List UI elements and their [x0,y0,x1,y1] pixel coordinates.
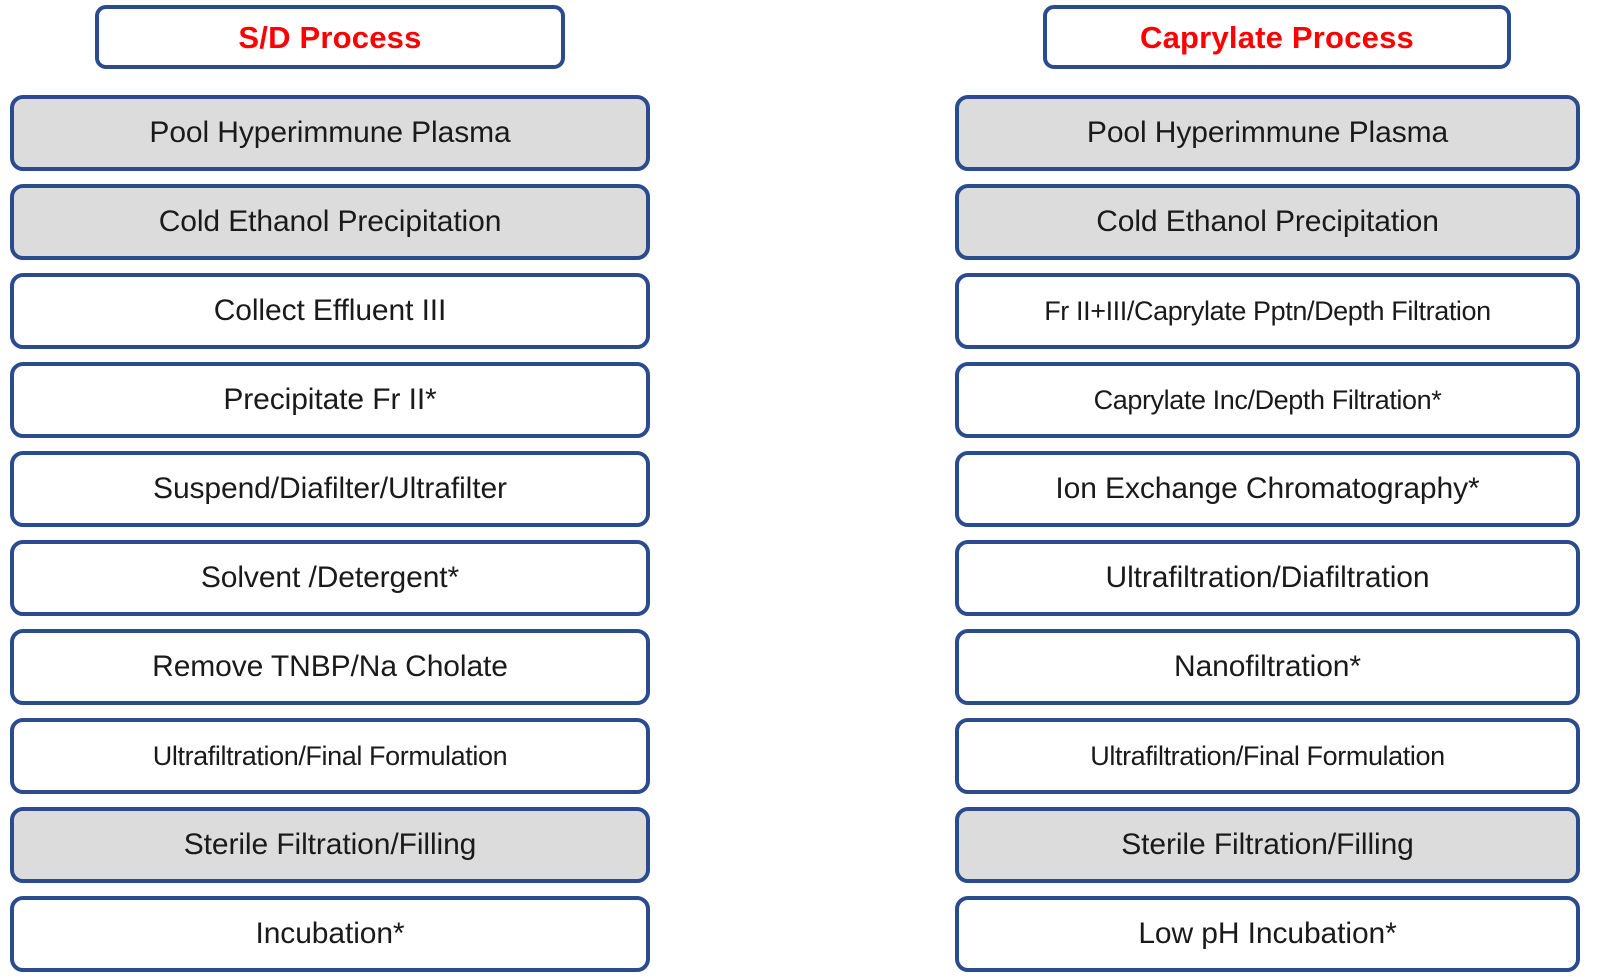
process-step-box[interactable]: Ultrafiltration/Final Formulation [10,718,650,794]
process-step-label: Cold Ethanol Precipitation [1096,205,1439,238]
process-column-caprylate: Caprylate Process Pool Hyperimmune Plasm… [955,0,1580,980]
process-title-box-sd: S/D Process [95,5,565,69]
process-step-label: Sterile Filtration/Filling [183,828,477,861]
process-step-box[interactable]: Solvent /Detergent* [10,540,650,616]
process-step-box[interactable]: Pool Hyperimmune Plasma [955,95,1580,171]
process-step-label: Sterile Filtration/Filling [1121,828,1414,861]
process-step-box[interactable]: Caprylate Inc/Depth Filtration* [955,362,1580,438]
process-step-box[interactable]: Collect Effluent III [10,273,650,349]
process-step-label: Low pH Incubation* [1138,917,1397,950]
process-step-box[interactable]: Ultrafiltration/Diafiltration [955,540,1580,616]
process-step-label: Solvent /Detergent* [200,561,460,594]
process-step-label: Nanofiltration* [1174,650,1361,683]
process-step-box[interactable]: Cold Ethanol Precipitation [10,184,650,260]
process-step-label: Caprylate Inc/Depth Filtration* [1093,384,1442,415]
process-step-label: Incubation* [255,917,405,950]
process-step-label: Fr II+III/Caprylate Pptn/Depth Filtratio… [1044,295,1491,326]
process-step-box[interactable]: Low pH Incubation* [955,896,1580,972]
process-step-box[interactable]: Sterile Filtration/Filling [955,807,1580,883]
process-title-caprylate: Caprylate Process [1140,19,1414,55]
process-step-label: Cold Ethanol Precipitation [158,205,502,238]
process-step-label: Suspend/Diafilter/Ultrafilter [153,472,507,505]
process-step-label: Ultrafiltration/Final Formulation [152,740,508,771]
process-step-box[interactable]: Remove TNBP/Na Cholate [10,629,650,705]
process-title-sd: S/D Process [238,19,422,55]
process-step-label: Collect Effluent III [213,294,447,327]
process-step-label: Precipitate Fr II* [223,383,437,416]
process-step-label: Remove TNBP/Na Cholate [152,650,508,683]
process-step-box[interactable]: Suspend/Diafilter/Ultrafilter [10,451,650,527]
process-step-label: Pool Hyperimmune Plasma [149,116,511,149]
process-step-box[interactable]: Ion Exchange Chromatography* [955,451,1580,527]
process-step-label: Pool Hyperimmune Plasma [1086,116,1449,149]
process-step-box[interactable]: Nanofiltration* [955,629,1580,705]
process-step-box[interactable]: Incubation* [10,896,650,972]
process-title-box-caprylate: Caprylate Process [1043,5,1511,69]
process-step-label: Ultrafiltration/Diafiltration [1105,561,1430,594]
process-step-box[interactable]: Cold Ethanol Precipitation [955,184,1580,260]
process-step-box[interactable]: Pool Hyperimmune Plasma [10,95,650,171]
process-step-box[interactable]: Sterile Filtration/Filling [10,807,650,883]
process-step-label: Ion Exchange Chromatography* [1055,472,1480,505]
process-step-box[interactable]: Precipitate Fr II* [10,362,650,438]
process-step-box[interactable]: Fr II+III/Caprylate Pptn/Depth Filtratio… [955,273,1580,349]
process-step-box[interactable]: Ultrafiltration/Final Formulation [955,718,1580,794]
process-step-label: Ultrafiltration/Final Formulation [1090,740,1445,771]
